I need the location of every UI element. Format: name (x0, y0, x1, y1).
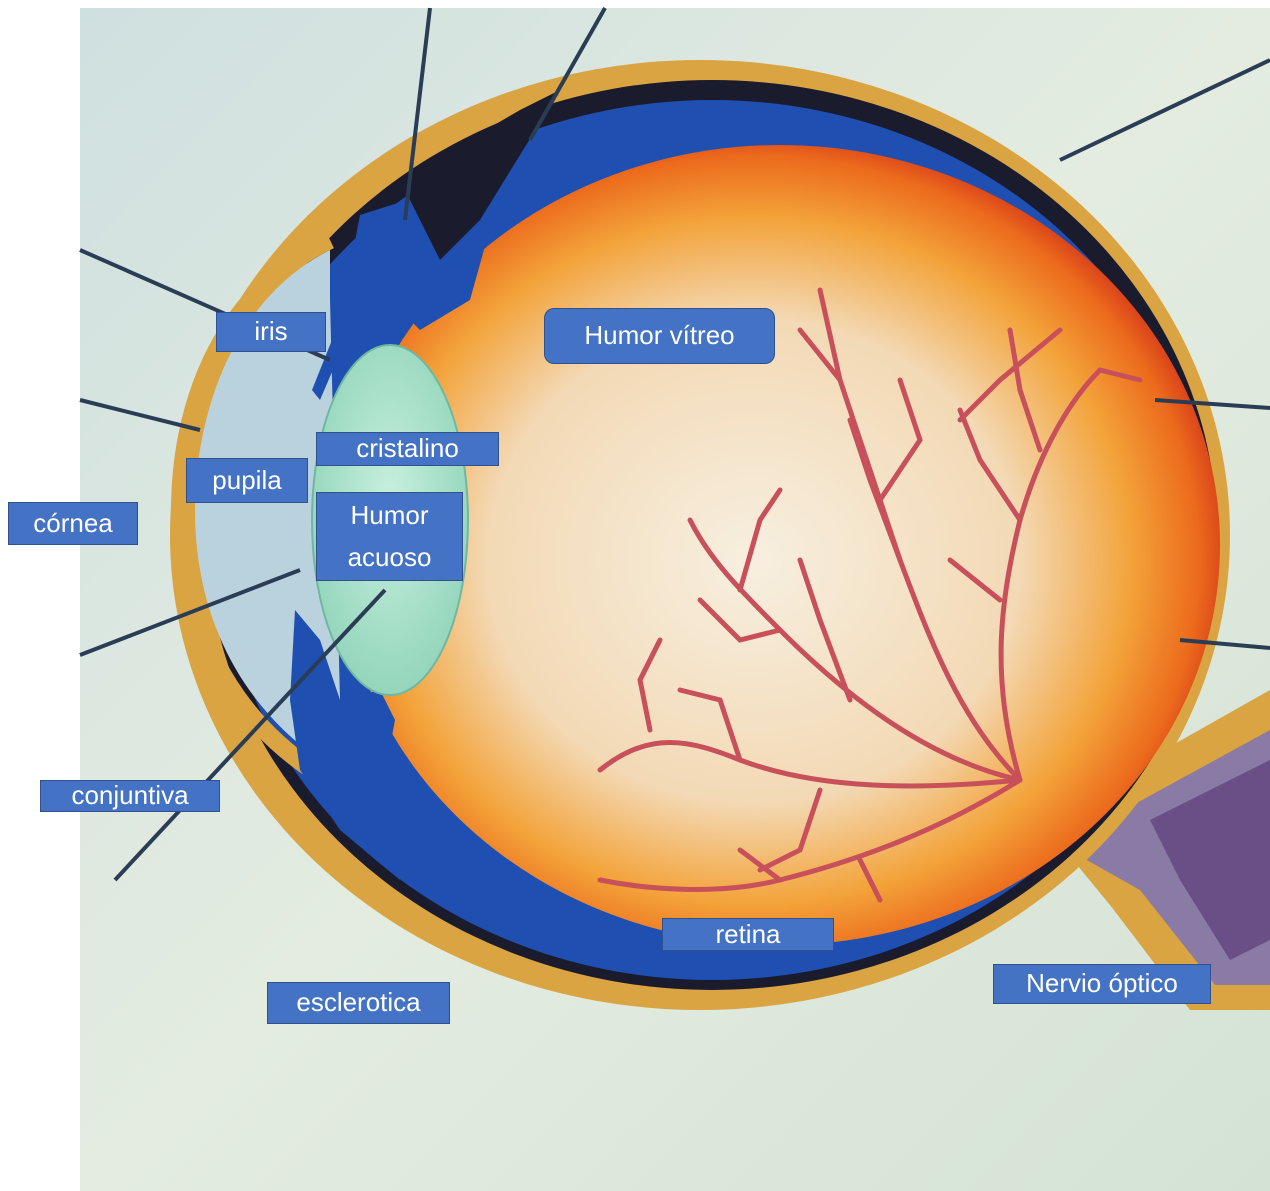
label-cornea: córnea (8, 502, 138, 545)
label-nervio-optico-text: Nervio óptico (1026, 963, 1178, 1005)
label-humor-vitreo: Humor vítreo (544, 308, 775, 364)
label-humor-acuoso: Humor acuoso (316, 492, 463, 581)
label-retina: retina (662, 918, 834, 951)
label-cristalino: cristalino (316, 432, 499, 466)
label-retina-text: retina (715, 914, 780, 956)
label-nervio-optico: Nervio óptico (993, 964, 1211, 1004)
label-cristalino-text: cristalino (356, 428, 459, 470)
label-pupila-text: pupila (212, 460, 281, 502)
label-conjuntiva-text: conjuntiva (71, 775, 188, 817)
label-cornea-text: córnea (33, 503, 113, 545)
label-iris: iris (216, 312, 326, 352)
label-humor-acuoso-line2: acuoso (348, 537, 432, 579)
label-esclerotica: esclerotica (267, 982, 450, 1024)
label-humor-acuoso-line1: Humor (350, 495, 428, 537)
label-pupila: pupila (186, 458, 308, 503)
label-humor-vitreo-text: Humor vítreo (584, 315, 734, 357)
label-iris-text: iris (254, 311, 287, 353)
label-esclerotica-text: esclerotica (296, 982, 420, 1024)
label-conjuntiva: conjuntiva (40, 780, 220, 812)
